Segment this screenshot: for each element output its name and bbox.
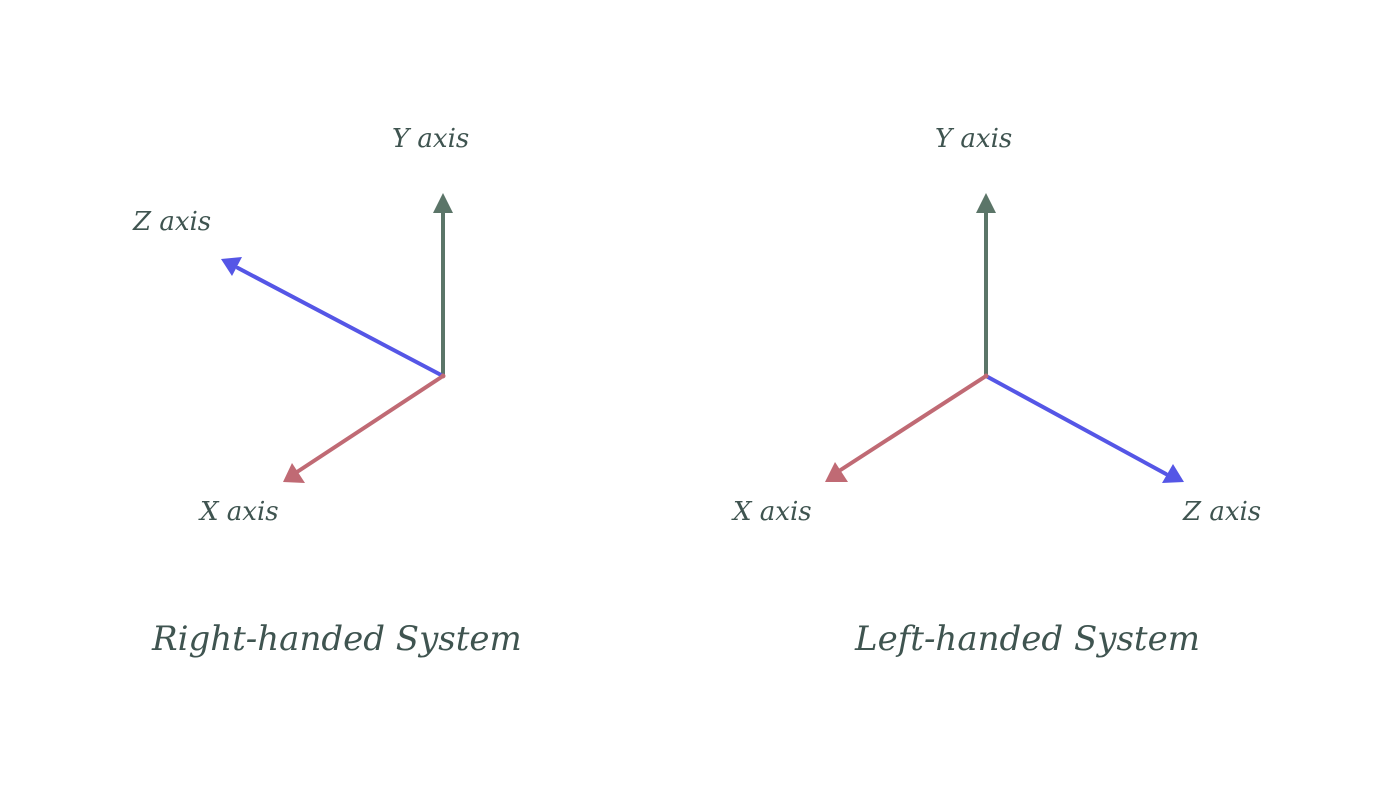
right-handed-system: Y axis Z axis X axis Right-handed System: [132, 124, 522, 659]
left-x-axis-arrow: [825, 374, 988, 482]
left-system-caption: Left-handed System: [854, 619, 1200, 659]
right-z-axis-arrow: [221, 257, 445, 378]
left-y-axis-label: Y axis: [935, 124, 1012, 154]
right-system-caption: Right-handed System: [151, 619, 522, 659]
left-handed-system: Y axis X axis Z axis Left-handed System: [731, 124, 1261, 659]
right-x-axis-label: X axis: [198, 497, 279, 527]
left-z-axis-arrow: [984, 374, 1184, 483]
left-origin: [983, 373, 989, 379]
right-z-axis-label: Z axis: [132, 207, 211, 237]
left-z-axis-label: Z axis: [1182, 497, 1261, 527]
left-x-axis-label: X axis: [731, 497, 812, 527]
right-y-axis-label: Y axis: [392, 124, 469, 154]
left-y-axis-arrow: [976, 193, 996, 378]
right-y-axis-arrow: [433, 193, 453, 378]
right-x-axis-arrow: [283, 374, 445, 483]
right-origin: [440, 373, 446, 379]
